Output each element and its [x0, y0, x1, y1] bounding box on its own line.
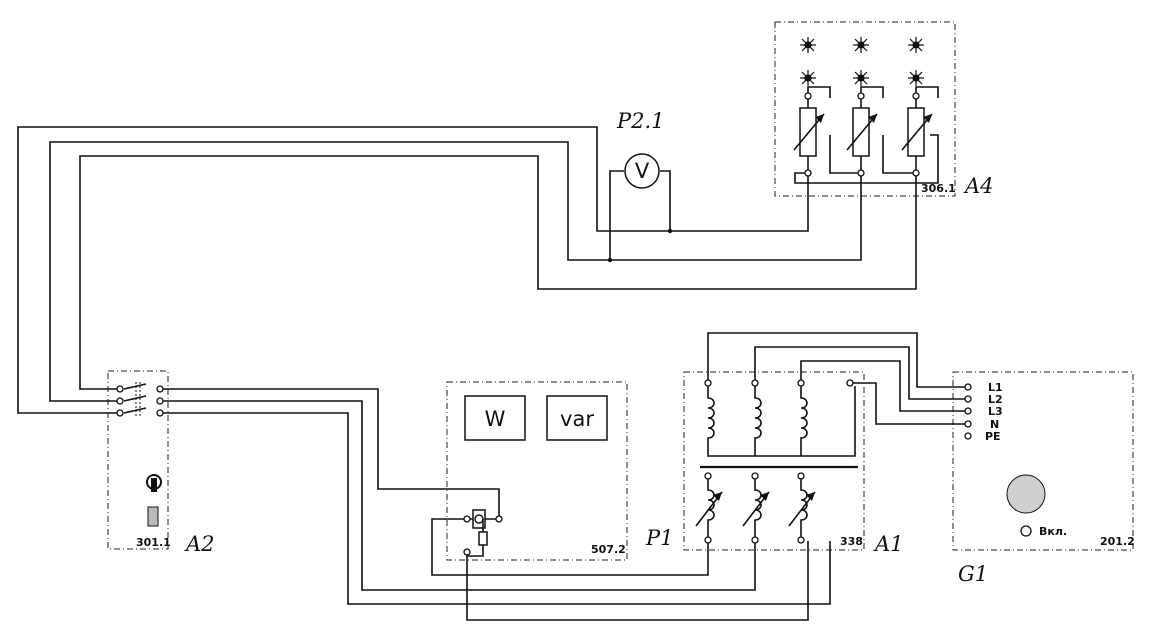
source-module-ref: G1 — [958, 562, 988, 586]
terminal-label-l2: L2 — [988, 393, 1003, 406]
var-display: var — [560, 407, 594, 431]
watt-display: W — [485, 407, 506, 431]
lamp-icon — [800, 37, 924, 86]
switch-module-frame — [107, 370, 169, 550]
meter-module-ref: P1 — [645, 526, 674, 550]
switch-module: 301.1 A2 — [116, 382, 215, 556]
load-module-code: 306.1 — [921, 182, 956, 195]
power-indicator-icon — [1020, 525, 1032, 537]
meter-module-code: 507.2 — [591, 543, 626, 556]
terminal-label-n: N — [990, 418, 999, 431]
switch-module-ref: A2 — [184, 532, 215, 556]
terminals — [804, 92, 920, 177]
junction-dot — [607, 257, 613, 263]
source-module-frame — [952, 371, 1134, 551]
load-module: 306.1 A4 — [793, 37, 994, 198]
terminal — [463, 548, 471, 556]
power-knob-icon — [1006, 474, 1046, 514]
voltmeter-symbol: V — [635, 159, 650, 183]
load-module-frame — [774, 21, 956, 197]
voltmeter-ref: P2.1 — [616, 109, 665, 133]
terminal-label-l1: L1 — [988, 381, 1003, 394]
indicator-icon — [147, 506, 159, 527]
source-module-code: 201.2 — [1100, 535, 1135, 548]
terminal — [463, 515, 471, 523]
three-pole-switch-icon — [116, 382, 164, 417]
terminal-label-pe: PE — [985, 430, 1001, 443]
toggle-lever-icon — [146, 474, 162, 492]
transformer-module-ref: A1 — [873, 532, 904, 556]
load-module-ref: A4 — [963, 174, 994, 198]
primary-winding-icon — [707, 386, 856, 457]
junction-dot — [667, 228, 673, 234]
terminal-label-l3: L3 — [988, 405, 1003, 418]
source-module: L1 L2 L3 N PE Вкл. 201.2 G1 — [958, 381, 1135, 586]
meter-module-frame — [446, 381, 628, 561]
voltmeter: V P2.1 — [616, 109, 665, 189]
meter-module: W var 507.2 P1 — [463, 395, 674, 563]
wires — [17, 86, 965, 621]
transformer-module-frame — [683, 371, 865, 551]
variable-resistor-icon — [793, 98, 933, 173]
transformer-module: 338 A1 — [695, 379, 904, 556]
secondary-winding-icon — [695, 477, 816, 538]
transformer-module-code: 338 — [840, 535, 863, 548]
switch-module-code: 301.1 — [136, 536, 171, 549]
power-on-label: Вкл. — [1039, 525, 1067, 538]
terminals — [704, 379, 854, 544]
terminals — [964, 383, 972, 440]
terminal — [495, 515, 503, 523]
current-coil-icon — [466, 509, 499, 563]
